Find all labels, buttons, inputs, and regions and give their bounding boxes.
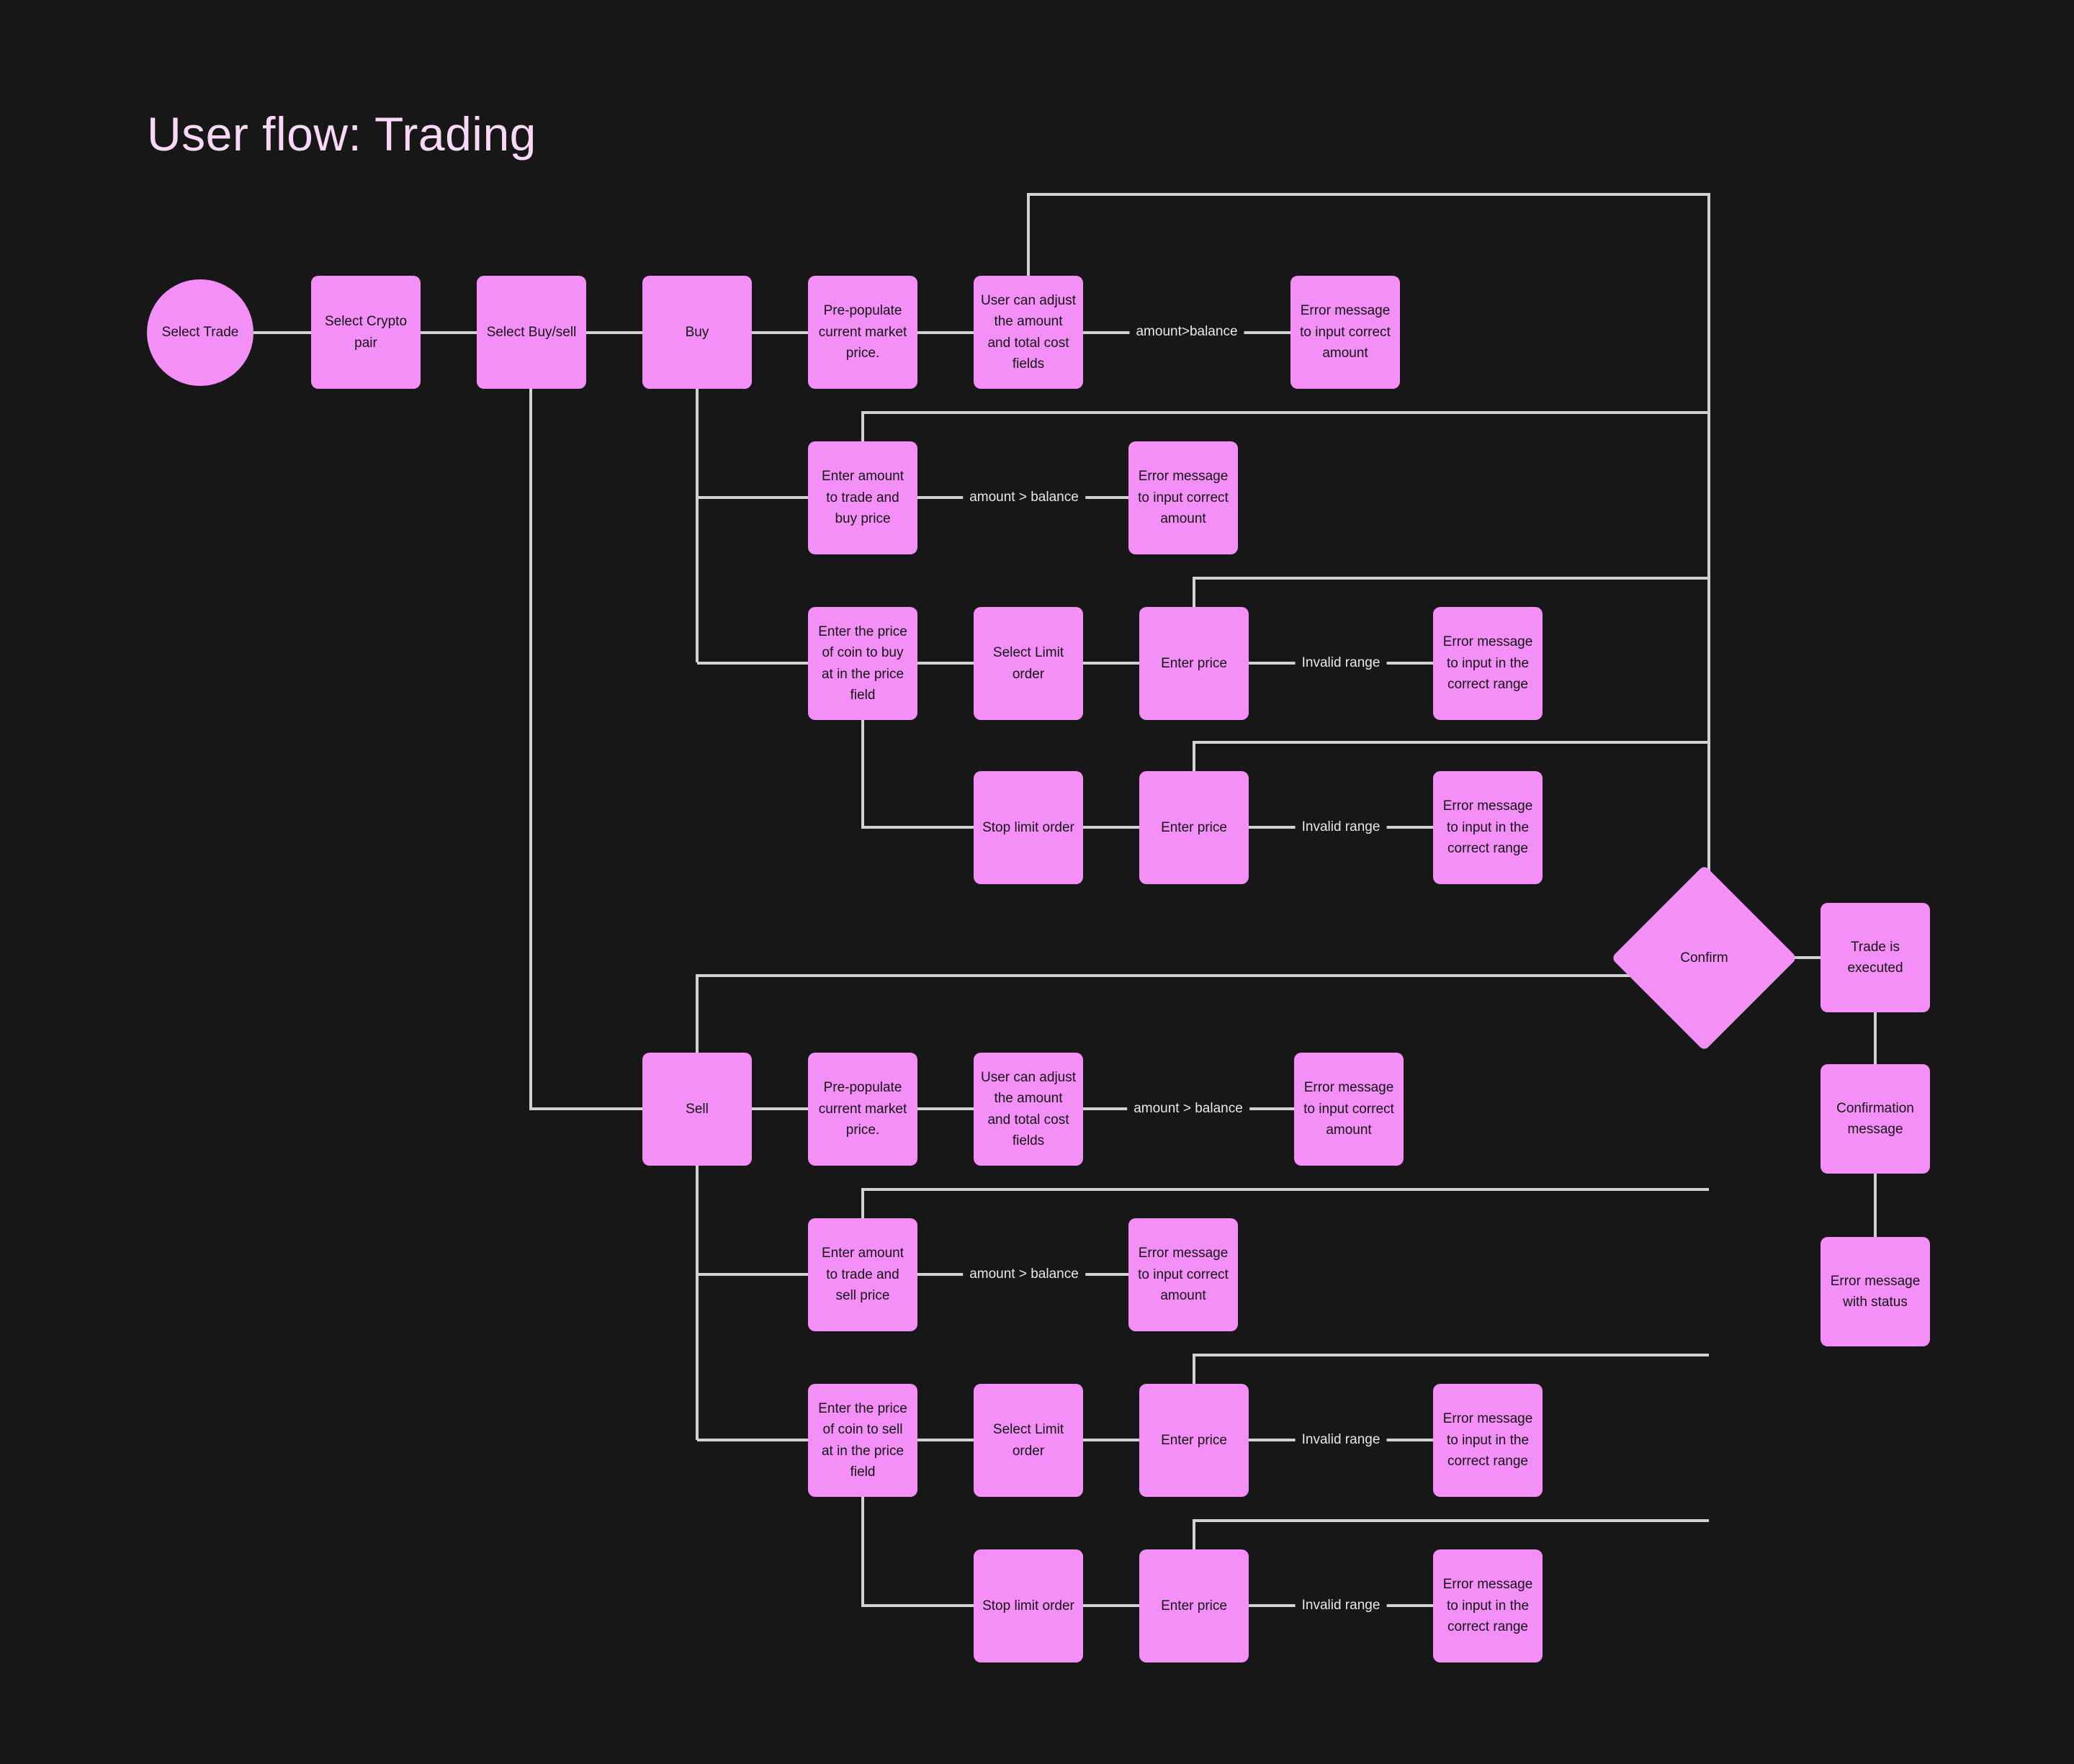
flow-node-label: Error message to input correct amount [1138, 469, 1229, 527]
flow-node-label: Sell [686, 1101, 709, 1117]
flow-node-label: Error message to input correct amount [1138, 1246, 1229, 1304]
flow-node-buy-prepopulate[interactable]: Pre-populate current market price. [808, 276, 917, 389]
flow-node-label: Select Buy/sell [486, 324, 577, 340]
flow-node-buy-adjust-error[interactable]: Error message to input correct amount [1290, 276, 1400, 389]
flow-node-label: Stop limit order [982, 819, 1074, 835]
flow-node-label: Enter price [1161, 819, 1227, 835]
flow-node-label: Enter price [1161, 1598, 1227, 1614]
flow-node-buy-stop-error[interactable]: Error message to input in the correct ra… [1433, 771, 1543, 884]
flow-node-sell-limit-order[interactable]: Select Limit order [974, 1384, 1083, 1497]
flow-node-sell[interactable]: Sell [642, 1053, 752, 1166]
connector-line [1193, 1519, 1709, 1549]
flow-node-label: Pre-populate current market price. [818, 1080, 907, 1138]
flow-node-buy-enter-price[interactable]: Enter the price of coin to buy at in the… [808, 607, 917, 720]
flow-node-buy-adjust[interactable]: User can adjust the amount and total cos… [974, 276, 1083, 389]
flow-node-label: Enter the price of coin to sell at in th… [818, 1400, 907, 1480]
edge-label-lbl-sell-amount: amount > balance [963, 1266, 1085, 1282]
flow-node-buy-limit-price[interactable]: Enter price [1139, 607, 1249, 720]
flow-node-sell-stop-error[interactable]: Error message to input in the correct ra… [1433, 1549, 1543, 1662]
flow-node-buy-stop-price[interactable]: Enter price [1139, 771, 1249, 884]
flow-node-buy[interactable]: Buy [642, 276, 752, 389]
edge-label-lbl-buy-adjust: amount>balance [1129, 324, 1244, 340]
flow-node-sell-adjust[interactable]: User can adjust the amount and total cos… [974, 1053, 1083, 1166]
flow-node-label: Select Crypto pair [324, 314, 408, 351]
flow-node-label: Error message with status [1830, 1273, 1921, 1310]
edge-label-lbl-sell-stop: Invalid range [1295, 1598, 1387, 1614]
flow-node-label: Error message to input in the correct ra… [1442, 634, 1533, 693]
flow-node-sell-adjust-error[interactable]: Error message to input correct amount [1294, 1053, 1404, 1166]
connector-line [861, 1188, 1709, 1218]
connector-line [861, 411, 1709, 441]
flow-node-label: Pre-populate current market price. [818, 303, 907, 361]
flow-node-buy-amount-error[interactable]: Error message to input correct amount [1128, 441, 1238, 554]
flow-node-label: Error message to input correct amount [1300, 303, 1391, 361]
flow-node-sell-stop-order[interactable]: Stop limit order [974, 1549, 1083, 1662]
edge-label-lbl-buy-amount: amount > balance [963, 490, 1085, 505]
flow-node-label: Enter amount to trade and sell price [821, 1246, 904, 1304]
edge-label-lbl-sell-adjust: amount > balance [1127, 1101, 1249, 1117]
flow-node-label: Enter the price of coin to buy at in the… [818, 624, 907, 703]
flow-node-label: Confirm [1680, 950, 1728, 966]
flow-node-label: Select Limit order [992, 645, 1064, 682]
flow-node-label: Confirmation message [1836, 1100, 1914, 1137]
connector-line [861, 720, 974, 829]
flow-node-label: Buy [685, 324, 709, 340]
flow-node-label: User can adjust the amount and total cos… [981, 1069, 1077, 1148]
edge-label-lbl-buy-stop: Invalid range [1295, 819, 1387, 835]
flow-node-trade-executed[interactable]: Trade is executed [1821, 903, 1930, 1012]
flow-node-confirm[interactable]: Confirm [1611, 865, 1797, 1051]
flow-node-label: Enter price [1161, 655, 1227, 671]
flow-node-label: User can adjust the amount and total cos… [981, 292, 1077, 372]
flow-node-sell-limit-price[interactable]: Enter price [1139, 1384, 1249, 1497]
connector-line [861, 1497, 974, 1607]
flow-node-sell-limit-error[interactable]: Error message to input in the correct ra… [1433, 1384, 1543, 1497]
flow-node-label: Error message to input in the correct ra… [1442, 1411, 1533, 1470]
flow-node-buy-enter-amount[interactable]: Enter amount to trade and buy price [808, 441, 917, 554]
connector-line [1193, 577, 1709, 607]
flow-node-sell-enter-amount[interactable]: Enter amount to trade and sell price [808, 1218, 917, 1331]
connector-line [1193, 1354, 1709, 1384]
flow-node-select-crypto-pair[interactable]: Select Crypto pair [311, 276, 421, 389]
page-title: User flow: Trading [147, 107, 537, 161]
flow-node-label: Trade is executed [1847, 939, 1903, 976]
flow-node-select-trade[interactable]: Select Trade [147, 279, 253, 386]
flow-node-select-buy-sell[interactable]: Select Buy/sell [477, 276, 586, 389]
flow-node-label: Error message to input correct amount [1303, 1080, 1394, 1138]
connector-line [529, 389, 697, 1110]
flow-node-sell-stop-price[interactable]: Enter price [1139, 1549, 1249, 1662]
flow-node-label: Enter amount to trade and buy price [821, 469, 904, 527]
flow-node-label: Select Trade [161, 325, 239, 341]
flow-node-error-with-status[interactable]: Error message with status [1821, 1237, 1930, 1346]
edge-label-lbl-buy-limit: Invalid range [1295, 655, 1387, 671]
flow-node-sell-enter-price[interactable]: Enter the price of coin to sell at in th… [808, 1384, 917, 1497]
flow-node-buy-limit-order[interactable]: Select Limit order [974, 607, 1083, 720]
flow-node-sell-prepopulate[interactable]: Pre-populate current market price. [808, 1053, 917, 1166]
edge-label-lbl-sell-limit: Invalid range [1295, 1432, 1387, 1448]
flow-node-sell-amount-error[interactable]: Error message to input correct amount [1128, 1218, 1238, 1331]
connector-line [1193, 741, 1709, 771]
flow-node-label: Select Limit order [992, 1422, 1064, 1459]
flow-node-label: Stop limit order [982, 1598, 1074, 1614]
flow-node-buy-stop-order[interactable]: Stop limit order [974, 771, 1083, 884]
flow-node-label: Error message to input in the correct ra… [1442, 798, 1533, 857]
flow-node-label: Error message to input in the correct ra… [1442, 1577, 1533, 1635]
flow-node-label: Enter price [1161, 1432, 1227, 1448]
flow-node-buy-limit-error[interactable]: Error message to input in the correct ra… [1433, 607, 1543, 720]
flow-node-confirmation-message[interactable]: Confirmation message [1821, 1064, 1930, 1174]
